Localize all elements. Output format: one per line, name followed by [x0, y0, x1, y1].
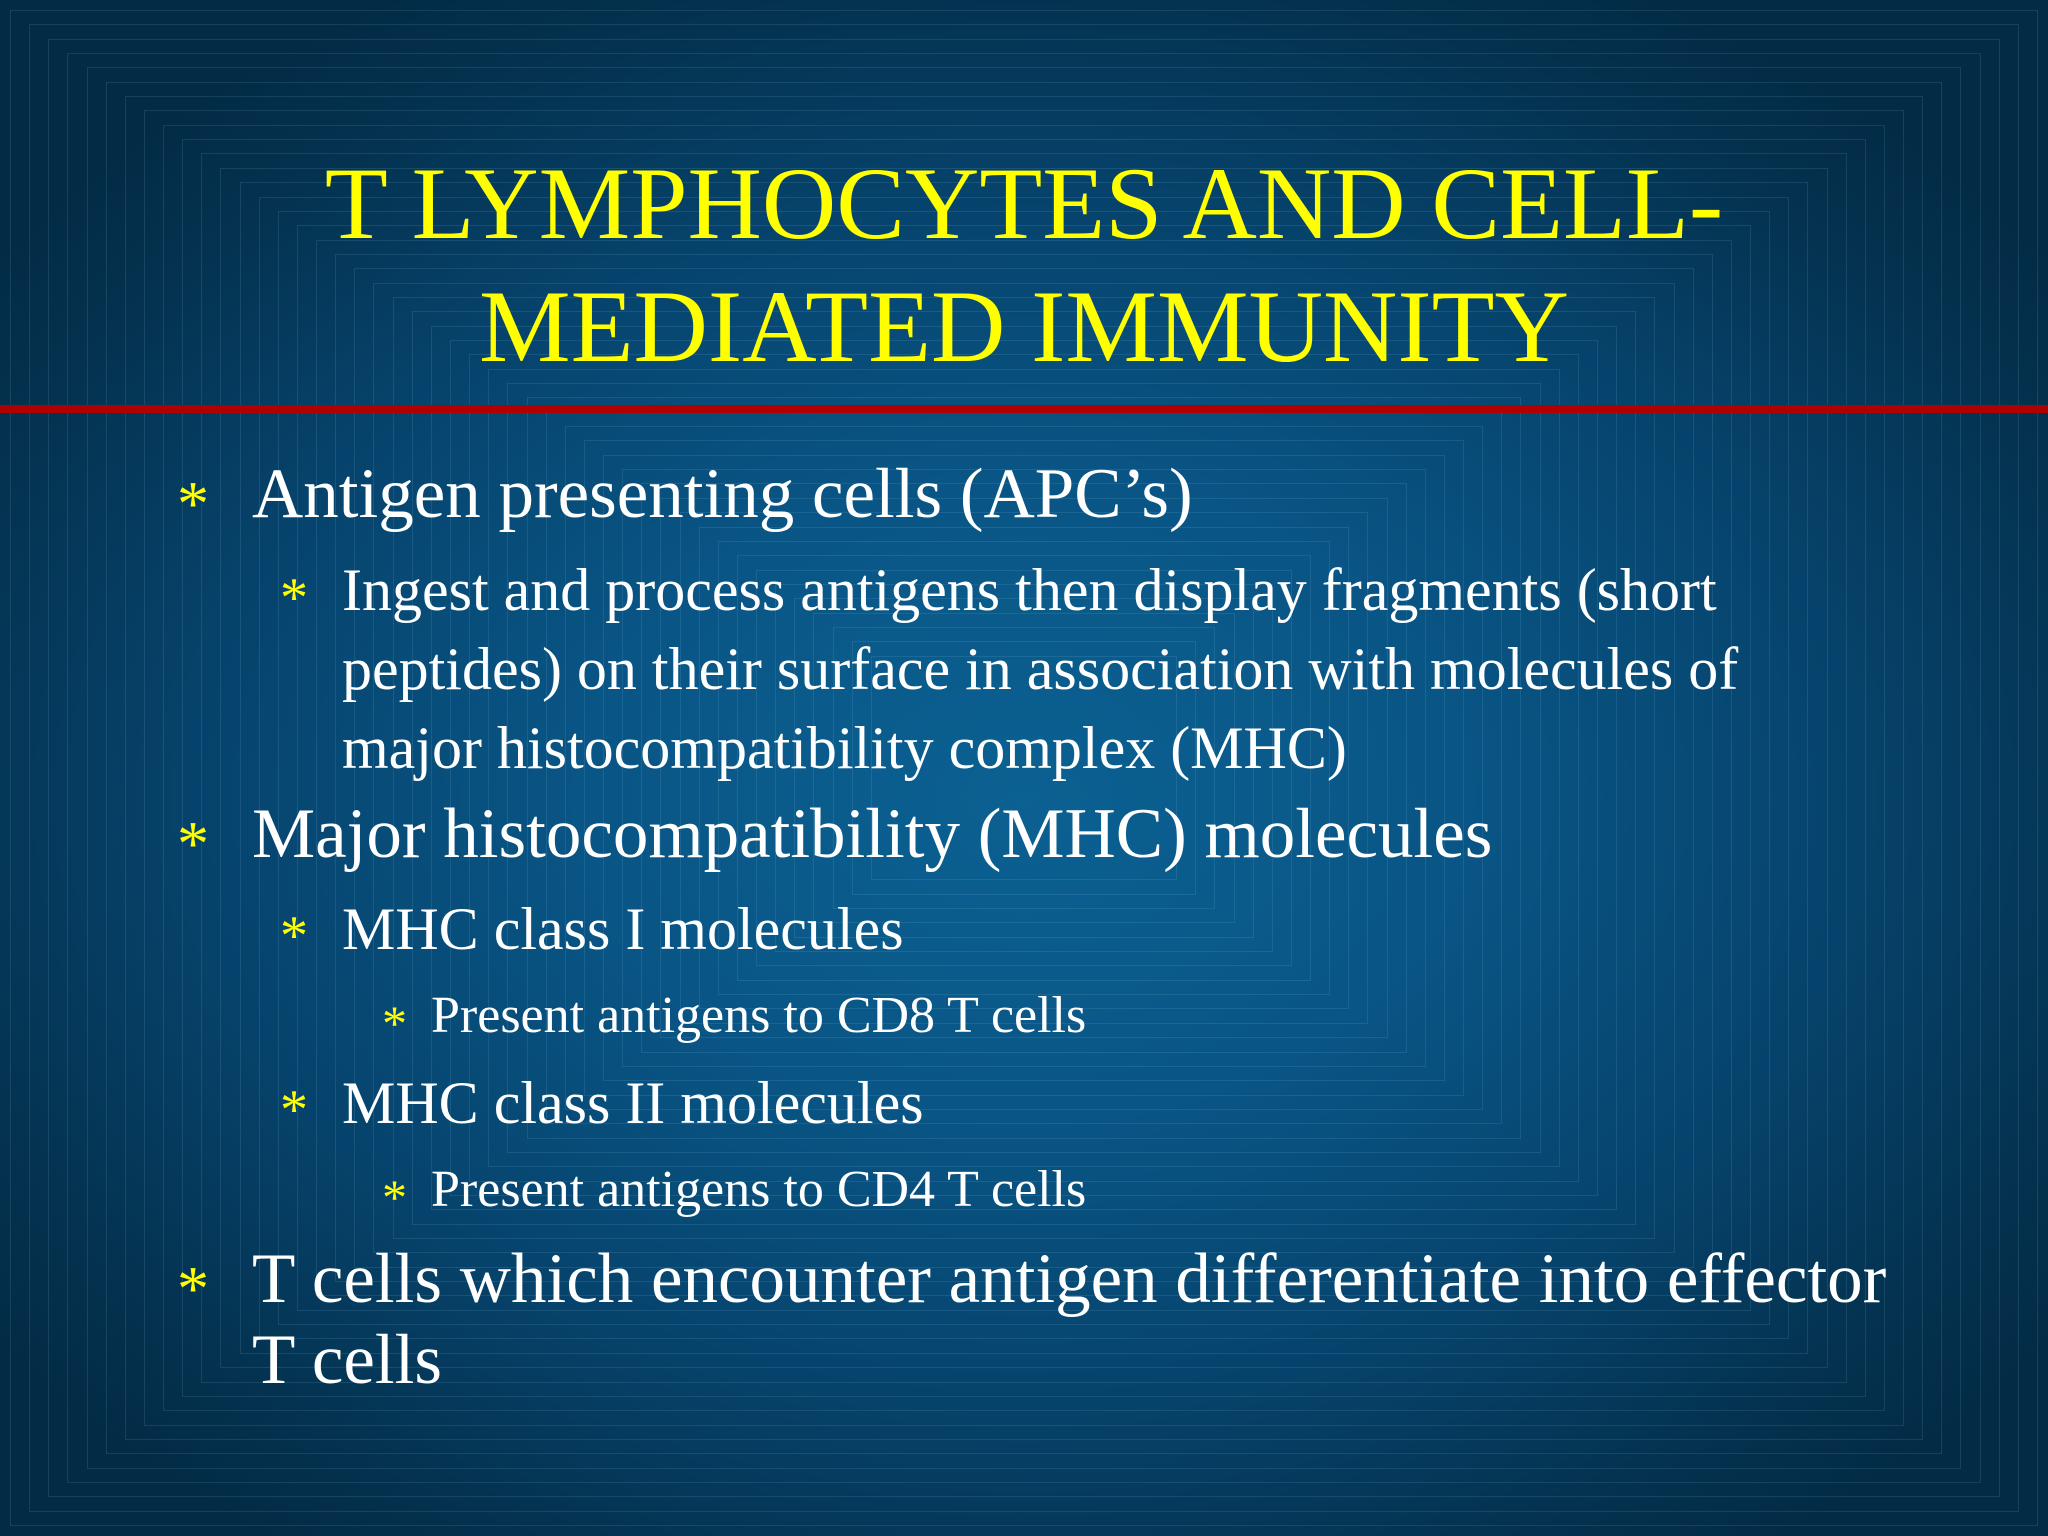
- asterisk-bullet-icon: *: [177, 808, 209, 879]
- asterisk-bullet-icon: *: [177, 1253, 209, 1324]
- title-divider: [0, 405, 2048, 413]
- bullet-text-line-2: peptides) on their surface in associatio…: [342, 636, 1739, 702]
- asterisk-bullet-icon: *: [382, 995, 407, 1051]
- bullet-text-line-1: Ingest and process antigens then display…: [342, 557, 1717, 623]
- slide-title-line-2: MEDIATED IMMUNITY: [479, 270, 1569, 384]
- bullet-text-line-3: major histocompatibility complex (MHC): [342, 715, 1347, 781]
- bullet-text: MHC class II molecules: [342, 1070, 924, 1136]
- asterisk-bullet-icon: *: [177, 468, 209, 539]
- bullet-text-line-1: T cells which encounter antigen differen…: [252, 1240, 1887, 1318]
- bullet-text: Antigen presenting cells (APC’s): [252, 455, 1193, 533]
- asterisk-bullet-icon: *: [382, 1169, 407, 1225]
- bullet-text: MHC class I molecules: [342, 896, 904, 962]
- asterisk-bullet-icon: *: [280, 1079, 308, 1141]
- bullet-text: Present antigens to CD4 T cells: [431, 1161, 1087, 1218]
- bullet-text: Present antigens to CD8 T cells: [431, 987, 1087, 1044]
- asterisk-bullet-icon: *: [280, 567, 308, 629]
- asterisk-bullet-icon: *: [280, 905, 308, 967]
- slide-title-line-1: T LYMPHOCYTES AND CELL-: [324, 147, 1724, 261]
- bullet-text: Major histocompatibility (MHC) molecules: [252, 795, 1493, 873]
- bullet-text-line-2: T cells: [252, 1321, 442, 1399]
